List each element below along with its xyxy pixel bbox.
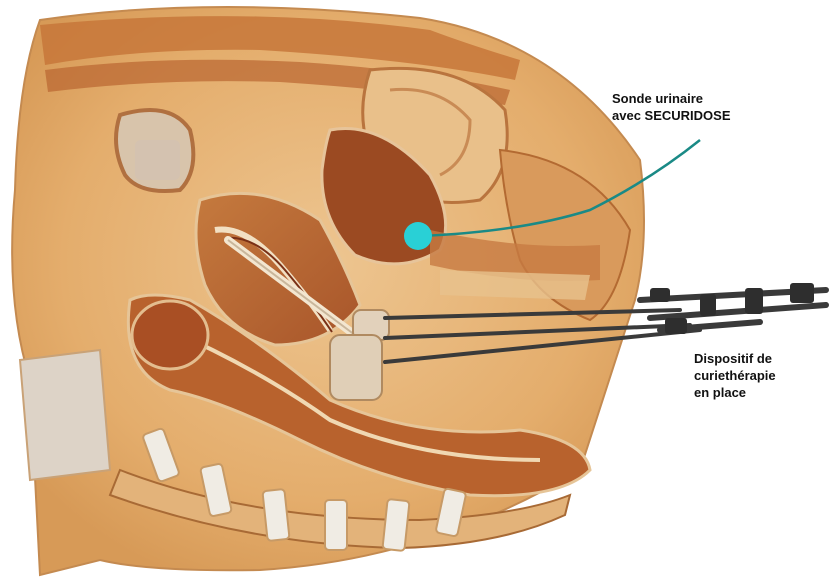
urinary-probe-label-line1: Sonde urinaire — [612, 90, 731, 107]
brachy-device-label-line2: curiethérapie — [694, 367, 776, 384]
brachy-device-label: Dispositif de curiethérapie en place — [694, 350, 776, 401]
securidose-marker-icon — [404, 222, 432, 250]
urinary-probe-label-line2: avec SECURIDOSE — [612, 107, 731, 124]
urinary-probe-label: Sonde urinaire avec SECURIDOSE — [612, 90, 731, 124]
brachy-device-label-line1: Dispositif de — [694, 350, 776, 367]
anal-region — [132, 301, 208, 369]
brachy-device-label-line3: en place — [694, 384, 776, 401]
